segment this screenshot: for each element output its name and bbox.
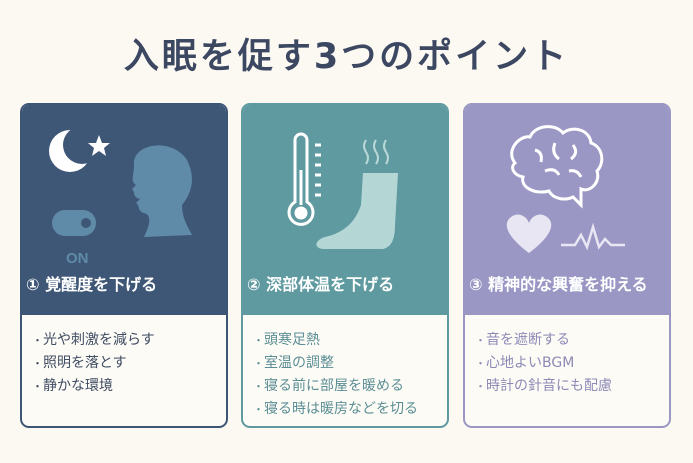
page-title: 入眠を促す3つのポイント xyxy=(123,37,570,77)
card-heading: ① 覚醒度を下げる xyxy=(26,275,158,294)
card-heading: ② 深部体温を下げる xyxy=(247,275,395,294)
moon-icon xyxy=(49,126,101,172)
list-item: 静かな環境 xyxy=(32,375,226,398)
card-arousal: ON ① 覚醒度を下げる 光や刺激を減らす 照明を落とす 静かな環境 xyxy=(20,103,228,428)
card-illustration xyxy=(287,132,398,249)
card-header-area: ② 深部体温を下げる xyxy=(243,105,447,315)
head-icon xyxy=(132,145,192,237)
list-item: 心地よいBGM xyxy=(475,352,669,375)
list-item: 頭寒足熱 xyxy=(253,329,447,352)
star-icon xyxy=(88,135,110,156)
steam-icon xyxy=(363,139,389,165)
list-item: 音を遮断する xyxy=(475,329,669,352)
tip-list: 光や刺激を減らす 照明を落とす 静かな環境 xyxy=(22,315,226,398)
thermometer-icon xyxy=(287,132,321,226)
list-item: 照明を落とす xyxy=(32,352,226,375)
card-heading: ③ 精神的な興奮を抑える xyxy=(469,275,648,294)
card-body-temperature: ② 深部体温を下げる 頭寒足熱 室温の調整 寝る前に部屋を暖める 寝る時は暖房な… xyxy=(241,103,449,428)
toggle-icon xyxy=(52,210,96,236)
card-illustration xyxy=(506,125,625,253)
tip-list: 音を遮断する 心地よいBGM 時計の針音にも配慮 xyxy=(465,315,669,398)
list-item: 光や刺激を減らす xyxy=(32,329,226,352)
card-header-area: ON ① 覚醒度を下げる xyxy=(22,105,226,315)
card-mental-excitement: ③ 精神的な興奮を抑える 音を遮断する 心地よいBGM 時計の針音にも配慮 xyxy=(463,103,671,428)
pulse-icon xyxy=(561,222,625,251)
card-header-area: ③ 精神的な興奮を抑える xyxy=(465,105,669,315)
foot-icon xyxy=(316,173,398,249)
list-item: 時計の針音にも配慮 xyxy=(475,375,669,398)
tip-list: 頭寒足熱 室温の調整 寝る前に部屋を暖める 寝る時は暖房などを切る xyxy=(243,315,447,421)
card-illustration: ON xyxy=(49,126,192,267)
heart-icon xyxy=(506,214,552,253)
toggle-label: ON xyxy=(66,250,89,267)
list-item: 寝る時は暖房などを切る xyxy=(253,398,447,421)
list-item: 寝る前に部屋を暖める xyxy=(253,375,447,398)
brain-icon xyxy=(510,125,604,209)
list-item: 室温の調整 xyxy=(253,352,447,375)
